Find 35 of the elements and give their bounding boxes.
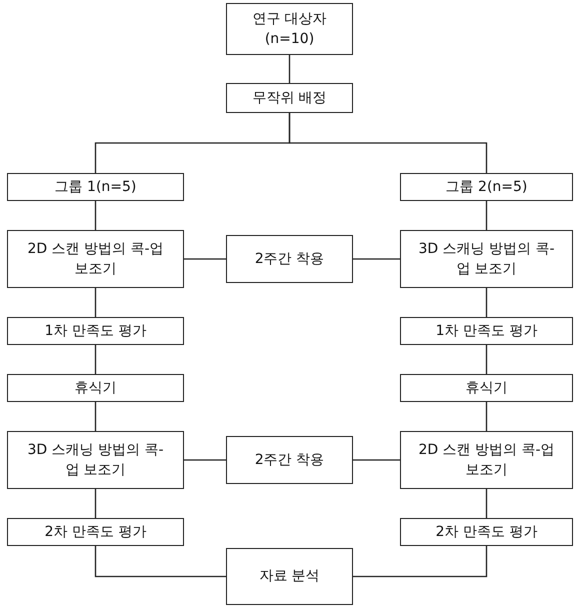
process-box: 2D 스캔 방법의 콕-업 보조기: [7, 230, 184, 288]
process-box: 휴식기: [400, 374, 573, 402]
process-box: 연구 대상자 (n=10): [226, 3, 353, 55]
process-box: 휴식기: [7, 374, 184, 402]
process-box: 1차 만족도 평가: [7, 317, 184, 345]
connector-line: [94, 288, 96, 317]
connector-line: [353, 258, 400, 260]
process-box: 2차 만족도 평가: [400, 518, 573, 546]
process-box: 그룹 1(n=5): [7, 173, 184, 201]
connector-line: [486, 489, 488, 518]
process-box: 2주간 착용: [226, 235, 353, 283]
connector-line: [184, 258, 226, 260]
connector-line: [288, 113, 488, 173]
connector-line: [486, 288, 488, 317]
process-box: 2주간 착용: [226, 436, 353, 484]
connector-line: [353, 459, 400, 461]
connector-line: [94, 546, 226, 578]
connector-line: [94, 402, 96, 431]
process-box: 무작위 배정: [226, 83, 353, 113]
process-box: 1차 만족도 평가: [400, 317, 573, 345]
process-box: 자료 분석: [226, 548, 353, 605]
process-box: 3D 스캐닝 방법의 콕-업 보조기: [7, 431, 184, 489]
process-box: 2차 만족도 평가: [7, 518, 184, 546]
connector-line: [94, 489, 96, 518]
connector-line: [353, 546, 488, 578]
process-box: 2D 스캔 방법의 콕-업 보조기: [400, 431, 573, 489]
connector-line: [94, 201, 96, 230]
process-box: 3D 스캐닝 방법의 콕-업 보조기: [400, 230, 573, 288]
connector-line: [486, 201, 488, 230]
connector-line: [486, 402, 488, 431]
connector-line: [184, 459, 226, 461]
process-box: 그룹 2(n=5): [400, 173, 573, 201]
connector-line: [486, 345, 488, 374]
connector-line: [288, 55, 290, 83]
connector-line: [94, 345, 96, 374]
